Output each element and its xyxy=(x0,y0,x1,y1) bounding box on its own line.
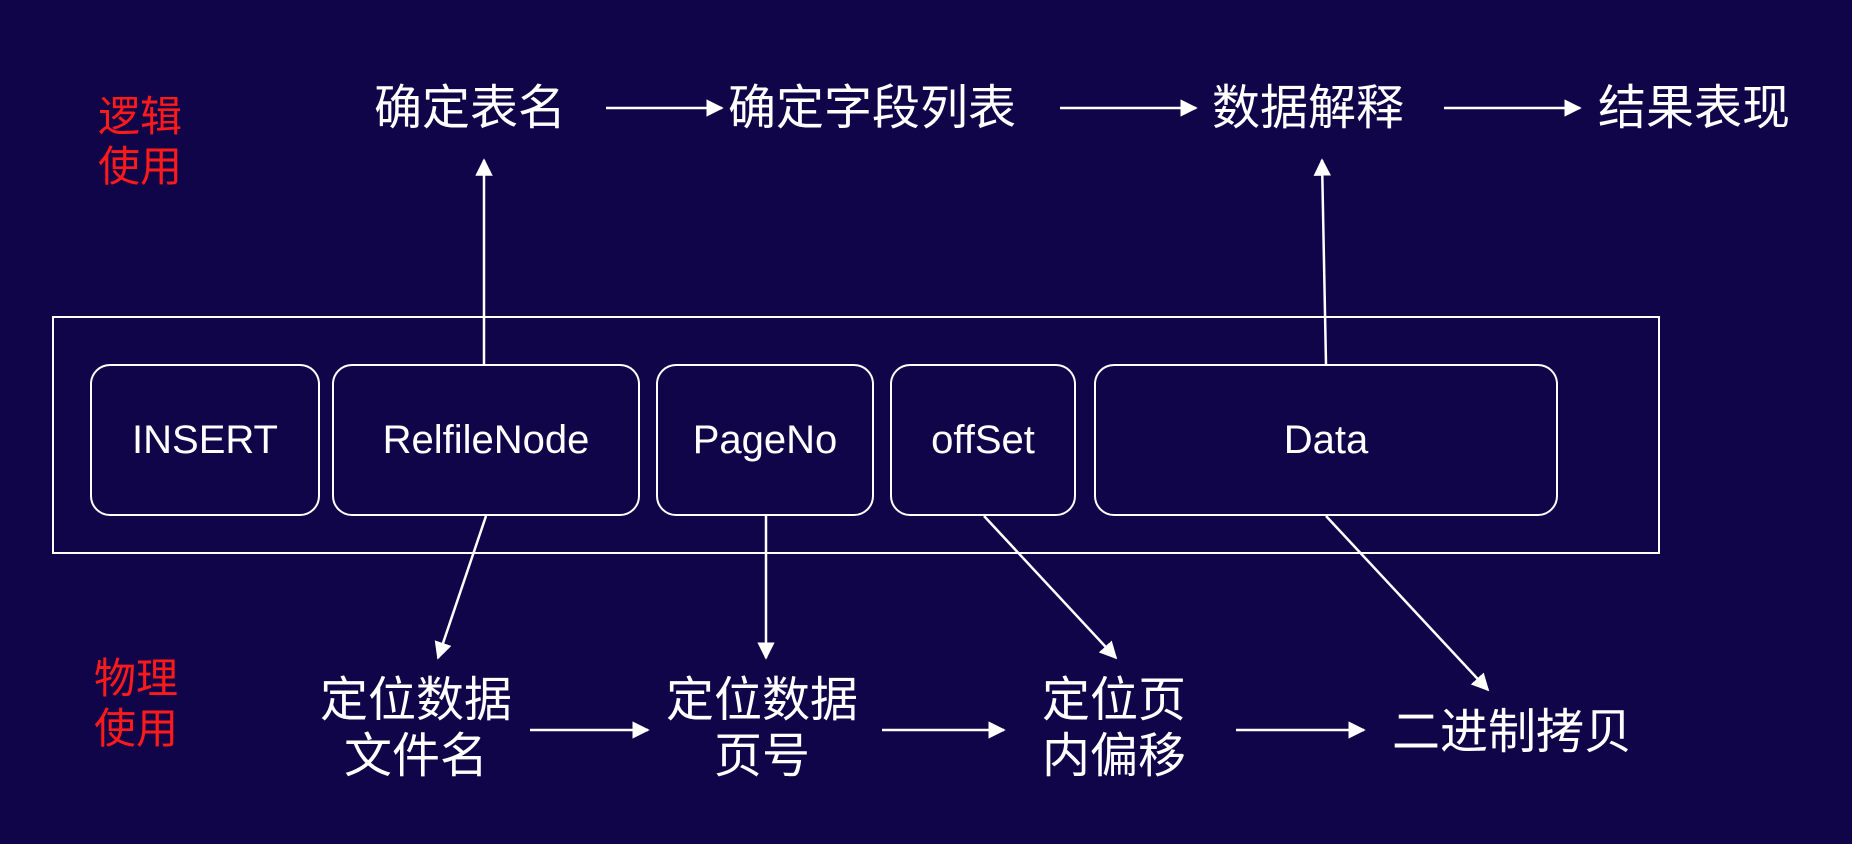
physical-step-page-number-line2: 页号 xyxy=(713,728,810,784)
physical-step-file-name-line1: 定位数据 xyxy=(319,672,512,728)
physical-step-file-name-line2: 文件名 xyxy=(343,728,488,784)
logical-use-label: 逻辑 使用 xyxy=(98,92,208,192)
field-offset: offSet xyxy=(890,364,1076,516)
arrow-offset-to-pageoffset xyxy=(983,515,1118,660)
arrow-relfilenode-to-filename xyxy=(434,515,488,660)
arrow-data-to-interpret xyxy=(1313,158,1332,365)
physical-step-page-number-line1: 定位数据 xyxy=(665,672,858,728)
logical-step-result-presentation: 结果表现 xyxy=(1598,80,1791,136)
physical-step-file-name: 定位数据 文件名 xyxy=(296,672,536,784)
physical-use-label-line1: 物理 xyxy=(94,654,179,703)
physical-step-page-offset: 定位页 内偏移 xyxy=(1024,672,1204,784)
physical-step-page-offset-line2: 内偏移 xyxy=(1041,728,1186,784)
physical-step-binary-copy: 二进制拷贝 xyxy=(1392,704,1633,760)
physical-use-label: 物理 使用 xyxy=(94,654,204,754)
field-pageno: PageNo xyxy=(656,364,874,516)
logical-step-table-name: 确定表名 xyxy=(374,80,567,136)
logical-use-label-line2: 使用 xyxy=(98,142,183,191)
arrow-data-to-binarycopy xyxy=(1325,515,1490,692)
physical-use-label-line2: 使用 xyxy=(94,704,179,753)
field-relfilenode: RelfileNode xyxy=(332,364,640,516)
logical-step-data-interpretation: 数据解释 xyxy=(1212,80,1405,136)
logical-step-field-list: 确定字段列表 xyxy=(728,80,1017,136)
physical-step-page-offset-line1: 定位页 xyxy=(1041,672,1186,728)
field-data: Data xyxy=(1094,364,1558,516)
wal-record-container xyxy=(52,316,1660,554)
physical-step-page-number: 定位数据 页号 xyxy=(652,672,872,784)
logical-use-label-line1: 逻辑 xyxy=(98,92,183,141)
field-insert: INSERT xyxy=(90,364,320,516)
